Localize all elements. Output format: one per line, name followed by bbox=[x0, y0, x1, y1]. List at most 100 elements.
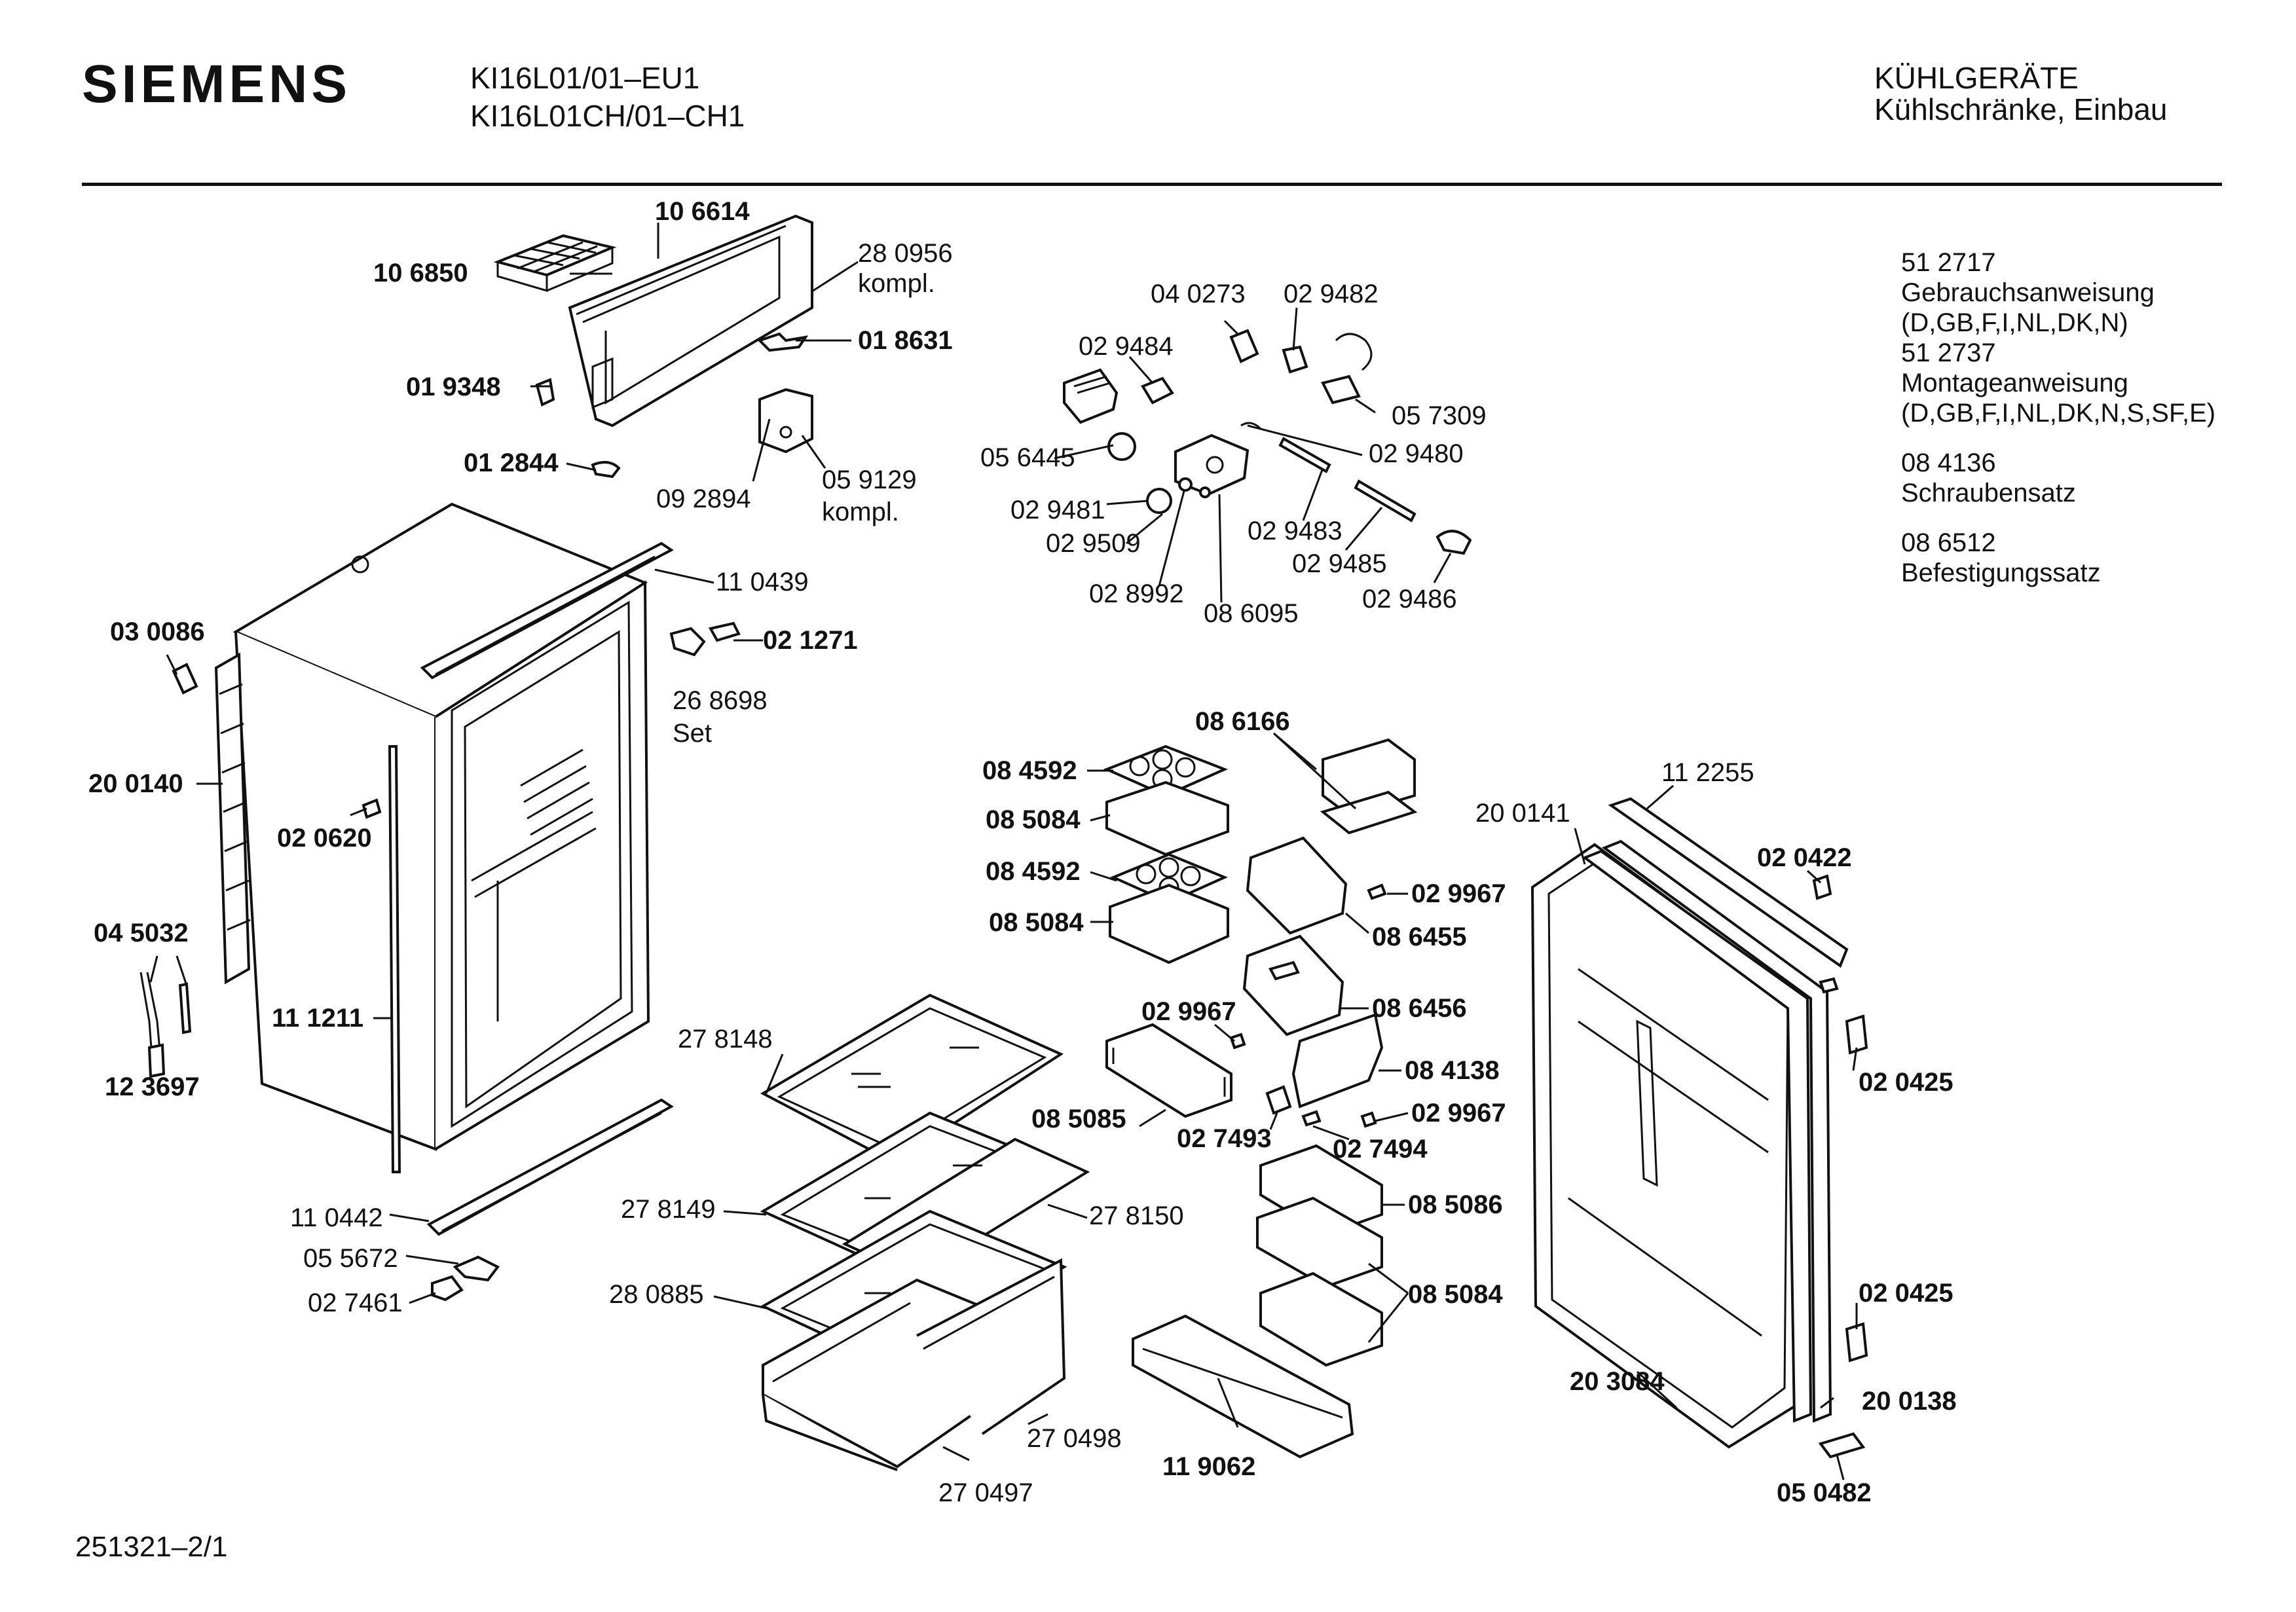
document-description: Befestigungssatz bbox=[1901, 559, 2101, 587]
part-label: 02 9967 bbox=[1141, 997, 1236, 1026]
part-label: kompl. bbox=[822, 498, 899, 526]
document-languages: (D,GB,F,I,NL,DK,N) bbox=[1901, 308, 2128, 337]
part-label: 11 1211 bbox=[272, 1004, 363, 1033]
part-label: 10 6614 bbox=[655, 197, 750, 226]
part-label: 02 8992 bbox=[1089, 579, 1184, 608]
part-label: 02 9480 bbox=[1369, 439, 1464, 468]
part-label: 02 9484 bbox=[1079, 332, 1174, 361]
leader-lines bbox=[530, 223, 859, 482]
part-label: 08 6455 bbox=[1372, 923, 1467, 951]
part-label: 09 2894 bbox=[656, 485, 751, 513]
part-label: 01 8631 bbox=[858, 326, 953, 355]
document-entry: 51 2717 Gebrauchsanweisung (D,GB,F,I,NL,… bbox=[1901, 247, 2215, 428]
part-label: 08 4592 bbox=[982, 756, 1077, 785]
part-label: 11 0442 bbox=[290, 1203, 383, 1232]
model-number-2: KI16L01CH/01–CH1 bbox=[470, 99, 745, 133]
part-label: 01 2844 bbox=[464, 449, 559, 477]
part-label: 02 9967 bbox=[1411, 1099, 1506, 1127]
thermostat-assembly bbox=[1063, 329, 1472, 555]
cabinet-top-rail bbox=[420, 541, 674, 680]
cabinet-bottom-rail bbox=[426, 1098, 674, 1236]
part-label: 02 7494 bbox=[1333, 1135, 1428, 1163]
part-label: 08 5085 bbox=[1031, 1105, 1126, 1133]
part-label: 08 4592 bbox=[986, 857, 1081, 886]
document-description: Montageanweisung bbox=[1901, 369, 2128, 397]
part-label: 02 0425 bbox=[1859, 1279, 1953, 1308]
part-label: 27 8150 bbox=[1089, 1201, 1184, 1230]
part-label: 12 3697 bbox=[105, 1072, 200, 1101]
document-number: 08 6512 bbox=[1901, 528, 1996, 557]
part-label: 27 0498 bbox=[1027, 1424, 1122, 1453]
part-label: 02 7461 bbox=[308, 1289, 403, 1317]
part-label: 08 6166 bbox=[1195, 707, 1290, 736]
part-label: 08 6095 bbox=[1204, 599, 1299, 628]
part-label: 11 9062 bbox=[1162, 1452, 1255, 1481]
part-label: kompl. bbox=[858, 269, 935, 298]
part-label: 03 0086 bbox=[110, 617, 205, 646]
drawing-reference-number: 251321–2/1 bbox=[75, 1531, 228, 1563]
door-bins bbox=[1105, 1023, 1383, 1459]
part-label: 02 0422 bbox=[1757, 843, 1852, 872]
part-label: 05 6445 bbox=[980, 443, 1075, 472]
part-label: 02 9509 bbox=[1046, 529, 1141, 558]
part-label: 02 9486 bbox=[1362, 585, 1457, 614]
part-label: 02 9967 bbox=[1411, 879, 1506, 908]
document-number: 51 2737 bbox=[1901, 339, 1996, 367]
hinge-set bbox=[139, 621, 741, 1078]
part-label: 02 0425 bbox=[1859, 1068, 1953, 1097]
part-label: 04 5032 bbox=[94, 919, 189, 947]
door-hinge-bracket bbox=[535, 332, 813, 479]
part-label: 28 0956 bbox=[858, 239, 953, 268]
document-languages: (D,GB,F,I,NL,DK,N,S,SF,E) bbox=[1901, 399, 2216, 428]
part-label: 08 6456 bbox=[1372, 994, 1467, 1023]
leader-lines bbox=[1087, 732, 1409, 1428]
part-label: 20 0140 bbox=[88, 769, 183, 798]
brand-logo: SIEMENS bbox=[82, 54, 352, 114]
part-label: 05 0482 bbox=[1777, 1478, 1872, 1507]
part-label: 02 9482 bbox=[1284, 280, 1379, 308]
category-subtitle: Kühlschränke, Einbau bbox=[1874, 92, 2168, 126]
part-label: 02 9483 bbox=[1248, 517, 1342, 545]
part-label: 02 7493 bbox=[1177, 1124, 1272, 1153]
part-label: 05 7309 bbox=[1392, 401, 1487, 430]
document-number: 08 4136 bbox=[1901, 449, 1996, 477]
part-label: 04 0273 bbox=[1151, 280, 1246, 308]
part-label: 20 0141 bbox=[1475, 799, 1570, 828]
part-label: 02 1271 bbox=[763, 626, 858, 655]
part-label: 20 0138 bbox=[1862, 1387, 1957, 1416]
part-label: 27 8148 bbox=[678, 1025, 773, 1053]
part-label: 28 0885 bbox=[609, 1280, 704, 1309]
butter-compartment bbox=[1242, 738, 1418, 1108]
document-description: Gebrauchsanweisung bbox=[1901, 278, 2155, 307]
part-label: 27 0497 bbox=[938, 1478, 1033, 1507]
leader-lines bbox=[1054, 307, 1452, 603]
part-label: 08 4138 bbox=[1405, 1056, 1500, 1085]
part-label: 11 2255 bbox=[1661, 758, 1754, 787]
door-hardware bbox=[1812, 874, 1868, 1459]
part-label: 08 5084 bbox=[1408, 1280, 1503, 1309]
refrigerator-door bbox=[1530, 797, 1849, 1449]
part-label: 20 3084 bbox=[1570, 1367, 1665, 1396]
document-description: Schraubensatz bbox=[1901, 479, 2076, 507]
part-label: 08 5084 bbox=[989, 908, 1084, 937]
document-entry: 08 4136 Schraubensatz bbox=[1901, 448, 2215, 508]
cabinet-body bbox=[214, 502, 650, 1173]
part-label: 05 5672 bbox=[303, 1244, 398, 1273]
category-title: KÜHLGERÄTE bbox=[1874, 61, 2079, 95]
header-divider bbox=[82, 183, 2222, 186]
part-label: 02 0620 bbox=[277, 824, 372, 852]
egg-trays bbox=[1103, 744, 1229, 964]
crisper-drawers bbox=[762, 1258, 1066, 1471]
leader-lines bbox=[149, 568, 763, 1304]
freezer-door-panel bbox=[568, 214, 813, 428]
documents-list: 51 2717 Gebrauchsanweisung (D,GB,F,I,NL,… bbox=[1901, 247, 2215, 608]
document-number: 51 2717 bbox=[1901, 248, 1996, 277]
part-label: 08 5086 bbox=[1408, 1190, 1503, 1219]
part-label: 02 9485 bbox=[1292, 549, 1387, 578]
part-label: 10 6850 bbox=[373, 259, 468, 287]
document-entry: 08 6512 Befestigungssatz bbox=[1901, 528, 2215, 588]
leader-lines bbox=[713, 1053, 1088, 1461]
part-label: 26 8698 bbox=[673, 686, 768, 715]
part-label: 02 9481 bbox=[1010, 496, 1105, 524]
